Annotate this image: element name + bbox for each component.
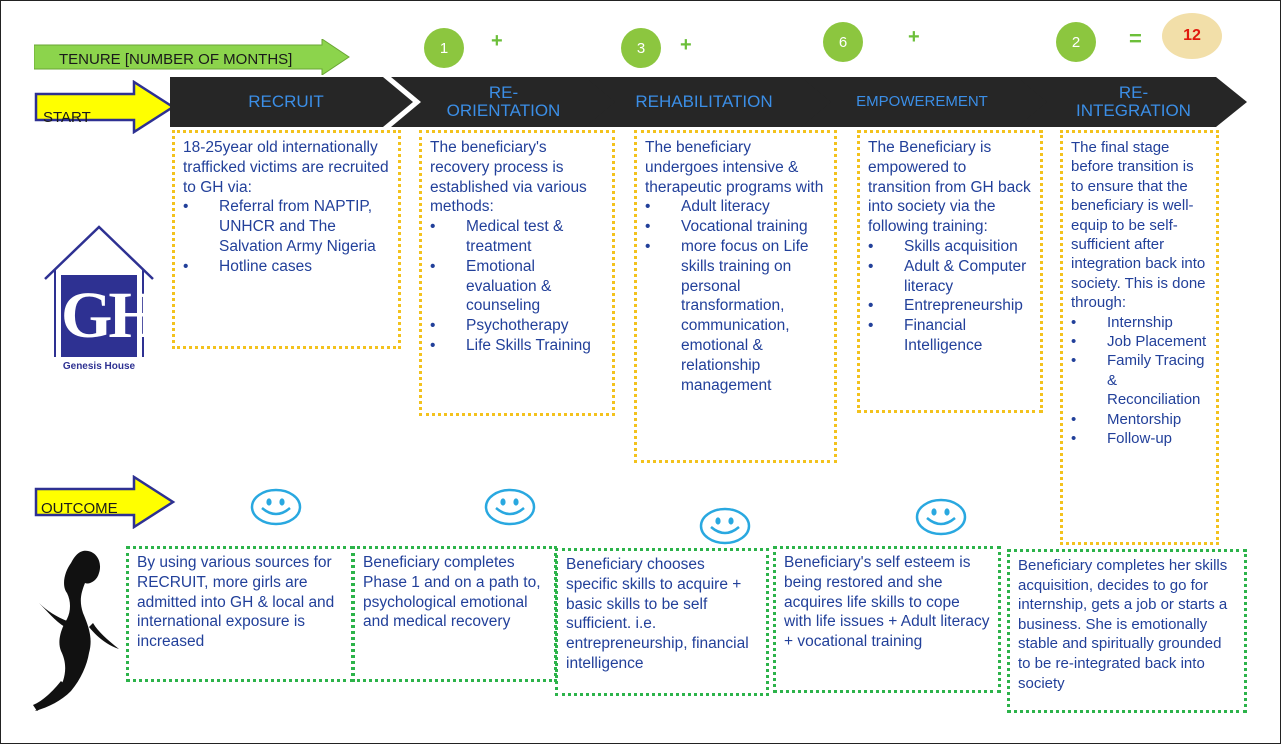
detail-bullet: Follow-up bbox=[1071, 429, 1208, 449]
logo-letters: GH bbox=[61, 275, 160, 357]
detail-bullet: Internship bbox=[1071, 313, 1208, 333]
detail-bullet: Emotional evaluation & counseling bbox=[430, 257, 604, 316]
chevron-reintegration bbox=[1017, 77, 1247, 127]
detail-intro: The final stage before transition is to … bbox=[1071, 139, 1206, 312]
detail-box-reintegration: The final stage before transition is to … bbox=[1060, 130, 1219, 545]
detail-bullet: Hotline cases bbox=[183, 257, 390, 277]
outcome-label: OUTCOME bbox=[41, 500, 118, 517]
detail-bullet: Job Placement bbox=[1071, 332, 1208, 352]
detail-box-recruit: 18-25year old internationally trafficked… bbox=[172, 130, 401, 349]
smiley-icon bbox=[484, 488, 536, 526]
detail-bullet: Skills acquisition bbox=[868, 237, 1032, 257]
stage-reintegration: RE- INTEGRATION bbox=[1076, 83, 1191, 120]
outcome-box-recruit: By using various sources for RECRUIT, mo… bbox=[126, 546, 354, 682]
chevron-rehabilitation bbox=[585, 77, 836, 127]
plus-sign-3: + bbox=[908, 26, 920, 48]
house-roof-icon bbox=[44, 225, 154, 357]
detail-bullet: more focus on Life skills training on pe… bbox=[645, 237, 826, 395]
detail-bullet: Adult literacy bbox=[645, 197, 826, 217]
detail-bullet: Adult & Computer literacy bbox=[868, 257, 1032, 297]
detail-bullet: Family Tracing & Reconciliation bbox=[1071, 351, 1208, 409]
tenure-label: TENURE [NUMBER OF MONTHS] bbox=[59, 51, 293, 68]
month-circle-4: 2 bbox=[1056, 22, 1096, 62]
total-months-circle: 12 bbox=[1162, 13, 1222, 59]
outcome-box-reintegration: Beneficiary completes her skills acquisi… bbox=[1007, 549, 1247, 713]
detail-bullet: Financial Intelligence bbox=[868, 316, 1032, 356]
detail-bullet: Mentorship bbox=[1071, 410, 1208, 430]
plus-sign-1: + bbox=[491, 30, 503, 52]
chevron-recruit bbox=[170, 77, 413, 127]
stage-reorientation: RE- ORIENTATION bbox=[446, 83, 561, 120]
logo-caption: Genesis House bbox=[62, 361, 136, 372]
outcome-box-empowerement: Beneficiary's self esteem is being resto… bbox=[773, 546, 1001, 693]
detail-intro: The beneficiary undergoes intensive & th… bbox=[645, 139, 824, 196]
plus-sign-2: + bbox=[680, 34, 692, 56]
outcome-box-rehabilitation: Beneficiary chooses specific skills to a… bbox=[555, 548, 769, 696]
stage-empowerement: EMPOWEREMENT bbox=[856, 93, 988, 110]
detail-bullet: Entrepreneurship bbox=[868, 296, 1032, 316]
detail-intro: 18-25year old internationally trafficked… bbox=[183, 139, 389, 196]
outcome-box-reorientation: Beneficiary completes Phase 1 and on a p… bbox=[352, 546, 557, 682]
start-label: START bbox=[43, 109, 91, 126]
chevron-reorientation bbox=[391, 77, 619, 127]
detail-box-rehabilitation: The beneficiary undergoes intensive & th… bbox=[634, 130, 837, 463]
month-circle-3: 6 bbox=[823, 22, 863, 62]
outcome-arrow bbox=[34, 475, 176, 529]
start-arrow bbox=[34, 80, 176, 134]
detail-bullet: Vocational training bbox=[645, 217, 826, 237]
woman-silhouette-icon bbox=[33, 550, 119, 711]
detail-bullet: Psychotherapy bbox=[430, 316, 604, 336]
month-circle-2: 3 bbox=[621, 28, 661, 68]
detail-intro: The beneficiary's recovery process is es… bbox=[430, 139, 587, 216]
detail-box-reorientation: The beneficiary's recovery process is es… bbox=[419, 130, 615, 416]
smiley-icon bbox=[699, 507, 751, 545]
detail-bullet: Life Skills Training bbox=[430, 336, 604, 356]
smiley-icon bbox=[915, 498, 967, 536]
detail-bullet: Referral from NAPTIP, UNHCR and The Salv… bbox=[183, 197, 390, 256]
stage-rehabilitation: REHABILITATION bbox=[635, 92, 773, 111]
detail-box-empowerement: The Beneficiary is empowered to transiti… bbox=[857, 130, 1043, 413]
chevron-empowerement bbox=[801, 77, 1051, 127]
smiley-icon bbox=[250, 488, 302, 526]
equals-sign: = bbox=[1129, 26, 1142, 51]
month-circle-1: 1 bbox=[424, 28, 464, 68]
detail-bullet: Medical test & treatment bbox=[430, 217, 604, 257]
detail-intro: The Beneficiary is empowered to transiti… bbox=[868, 139, 1031, 236]
stage-recruit: RECRUIT bbox=[248, 92, 324, 111]
tenure-arrow bbox=[34, 39, 350, 75]
genesis-house-logo: GH Genesis House bbox=[39, 219, 160, 374]
